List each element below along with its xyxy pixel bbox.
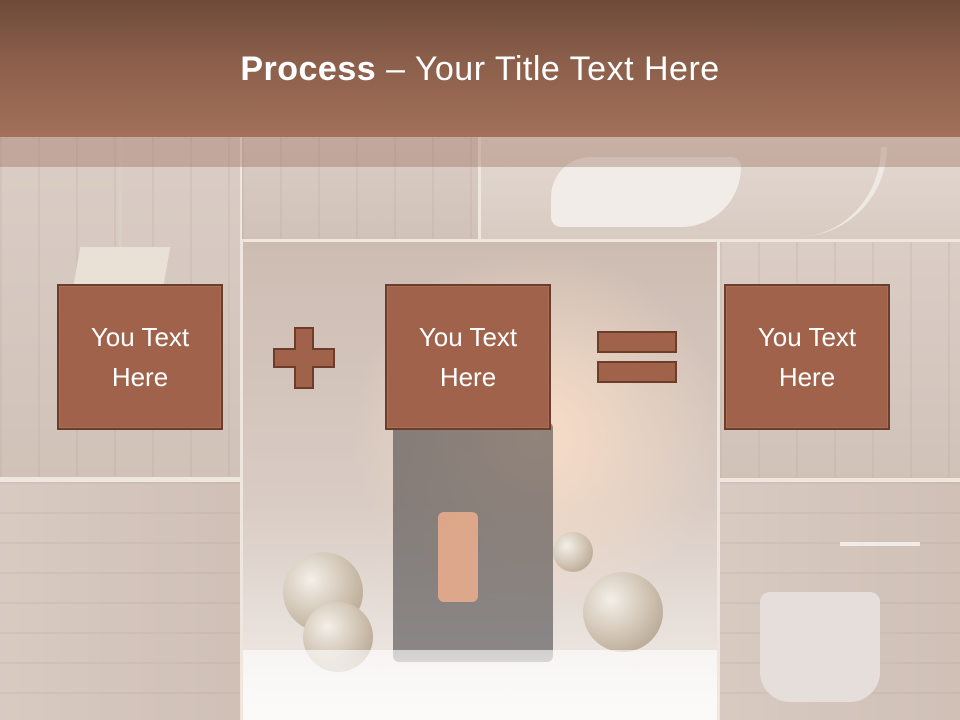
process-box-2[interactable]: You Text Here (385, 284, 551, 430)
process-box-1-text: You Text Here (90, 322, 190, 392)
photo-tile-wood-planks (0, 482, 240, 720)
title-bar-shadow (0, 137, 960, 167)
title-bold: Process (240, 50, 377, 88)
process-box-3[interactable]: You Text Here (724, 284, 890, 430)
process-box-1[interactable]: You Text Here (57, 284, 223, 430)
photo-tile-wood-right (720, 242, 960, 478)
photo-tile-skate (720, 482, 960, 720)
slide-title[interactable]: Process – Your Title Text Here (0, 50, 960, 89)
title-bar (0, 0, 960, 137)
title-rest: – Your Title Text Here (376, 50, 720, 88)
photo-tile-lantern (243, 242, 717, 720)
plus-icon (273, 327, 335, 389)
process-box-3-text: You Text Here (757, 322, 857, 392)
photo-tile-wood-top (242, 137, 478, 239)
equals-icon (597, 331, 677, 383)
photo-tile-leaf (481, 137, 960, 239)
process-box-2-text: You Text Here (418, 322, 518, 392)
